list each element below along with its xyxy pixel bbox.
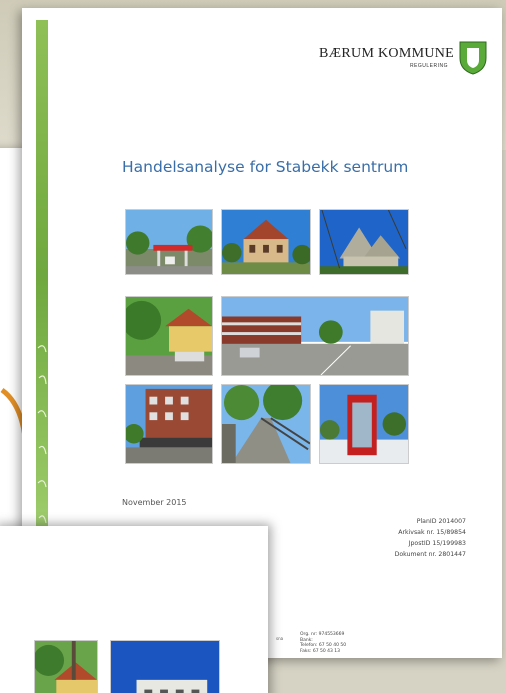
document-number: Dokument nr. 2801447 (394, 551, 466, 558)
photo-church (319, 209, 409, 275)
jpost-id: JpostID 15/199983 (408, 540, 466, 547)
document-metadata: PlanID 2014007 Arkivsak nr. 15/89854 Jpo… (395, 516, 466, 560)
photo-gas-station (125, 209, 213, 275)
contact-fragment: sna (276, 636, 284, 641)
logo-name: BÆRUM KOMMUNE (319, 46, 454, 61)
document-title: Handelsanalyse for Stabekk sentrum (122, 158, 409, 176)
contact-info: Org. nr: 974553669 Bank: Telefon: 67 50 … (300, 632, 346, 654)
photo-street-scene (221, 296, 409, 376)
green-strip (36, 20, 48, 660)
arkivsak-number: Arkivsak nr. 15/89854 (398, 529, 466, 536)
plan-id: PlanID 2014007 (416, 518, 466, 525)
leaf-pattern (37, 345, 47, 524)
bank-label: Bank: (300, 637, 313, 643)
photo-phone-booth (319, 384, 409, 464)
logo-subtitle: REGULERING (409, 63, 448, 69)
photo-bridge (221, 384, 311, 464)
photo-yellow-house-small (34, 640, 98, 693)
kommune-shield-icon (459, 41, 487, 75)
phone-number: Telefon: 67 50 40 50 (300, 643, 347, 648)
org-number: Org. nr: 974553669 (300, 632, 345, 637)
photo-brick-building (125, 384, 213, 464)
photo-white-building-small (110, 640, 220, 693)
document-date: November 2015 (122, 498, 187, 507)
photo-historic-building (221, 209, 311, 275)
fax-number: Faks: 67 50 43 13 (300, 648, 341, 654)
photo-yellow-house (125, 296, 213, 376)
front-page (0, 526, 268, 693)
